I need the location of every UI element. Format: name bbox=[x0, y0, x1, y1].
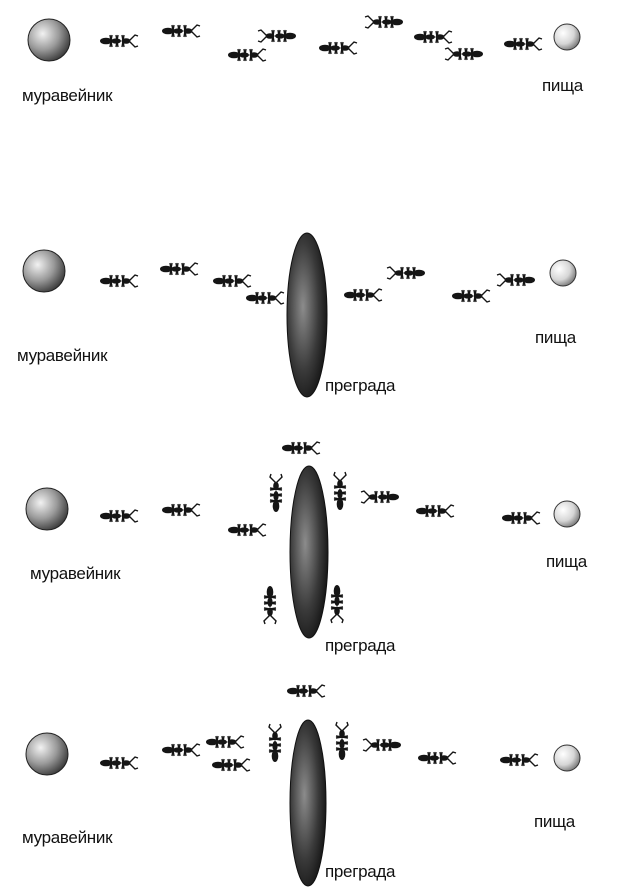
ant-icon bbox=[269, 724, 281, 762]
ant-icon bbox=[264, 586, 276, 624]
ant-icon bbox=[162, 504, 200, 516]
ant-icon bbox=[334, 472, 346, 510]
food-label: пища bbox=[542, 76, 583, 96]
ant-icon bbox=[100, 275, 138, 287]
obstacle-label: преграда bbox=[325, 862, 395, 882]
food-icon bbox=[554, 501, 580, 527]
ant-icon bbox=[282, 442, 320, 454]
food-icon bbox=[554, 24, 580, 50]
ant-icon bbox=[206, 736, 244, 748]
ant-icon bbox=[418, 752, 456, 764]
ant-icon bbox=[213, 275, 251, 287]
ant-icon bbox=[452, 290, 490, 302]
ant-icon bbox=[162, 25, 200, 37]
ant-icon bbox=[246, 292, 284, 304]
obstacle-label: преграда bbox=[325, 636, 395, 656]
anthill-icon bbox=[26, 488, 68, 530]
ant-icon bbox=[500, 754, 538, 766]
food-icon bbox=[550, 260, 576, 286]
ant-icon bbox=[228, 49, 266, 61]
ant-icon bbox=[270, 474, 282, 512]
food-label: пища bbox=[546, 552, 587, 572]
ant-icon bbox=[100, 35, 138, 47]
ant-icon bbox=[100, 510, 138, 522]
anthill-icon bbox=[28, 19, 70, 61]
nest-label: муравейник bbox=[30, 564, 120, 584]
ant-icon bbox=[361, 491, 399, 503]
ant-icon bbox=[228, 524, 266, 536]
ant-icon bbox=[387, 267, 425, 279]
ant-icon bbox=[162, 744, 200, 756]
ant-icon bbox=[258, 30, 296, 42]
ant-icon bbox=[100, 757, 138, 769]
ant-icon bbox=[363, 739, 401, 751]
ant-icon bbox=[504, 38, 542, 50]
ant-icon bbox=[331, 585, 343, 623]
ant-icon bbox=[497, 274, 535, 286]
ant-icon bbox=[414, 31, 452, 43]
ant-icon bbox=[212, 759, 250, 771]
nest-label: муравейник bbox=[22, 86, 112, 106]
obstacle-shape bbox=[290, 466, 328, 638]
ant-icon bbox=[344, 289, 382, 301]
ant-icon bbox=[160, 263, 198, 275]
anthill-icon bbox=[23, 250, 65, 292]
nest-label: муравейник bbox=[22, 828, 112, 848]
ant-icon bbox=[502, 512, 540, 524]
ant-icon bbox=[416, 505, 454, 517]
food-icon bbox=[554, 745, 580, 771]
obstacle-label: преграда bbox=[325, 376, 395, 396]
ant-icon bbox=[319, 42, 357, 54]
ant-icon bbox=[336, 722, 348, 760]
anthill-icon bbox=[26, 733, 68, 775]
obstacle-shape bbox=[287, 233, 327, 397]
ant-icon bbox=[287, 685, 325, 697]
nest-label: муравейник bbox=[17, 346, 107, 366]
ant-icon bbox=[365, 16, 403, 28]
obstacle-shape bbox=[290, 720, 326, 886]
food-label: пища bbox=[534, 812, 575, 832]
food-label: пища bbox=[535, 328, 576, 348]
ant-icon bbox=[445, 48, 483, 60]
